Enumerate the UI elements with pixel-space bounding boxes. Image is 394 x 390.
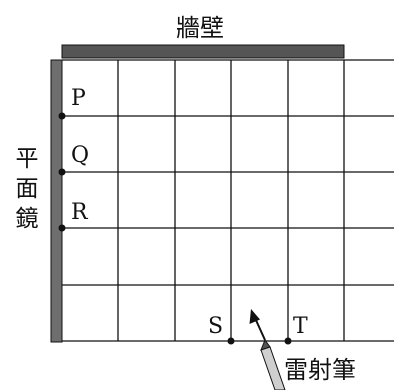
mirror-label-char-3: 鏡 — [16, 206, 39, 232]
point-t-label: T — [293, 314, 308, 339]
point-p-label: P — [71, 86, 86, 111]
laser-pen — [260, 338, 286, 390]
point-r-label: R — [71, 200, 89, 225]
point-p-dot — [58, 112, 66, 120]
wall-bar — [61, 44, 345, 59]
laser-beam-line — [254, 317, 266, 341]
wall-label: 牆壁 — [176, 14, 224, 42]
mirror-label-char-2: 面 — [16, 176, 39, 202]
point-q-label: Q — [71, 143, 89, 168]
laser-pen-body — [260, 346, 286, 390]
laser-beam-arrowhead — [249, 309, 260, 324]
laser-pen-label: 雷射筆 — [284, 356, 356, 384]
grid — [62, 59, 394, 342]
mirror-label-char-1: 平 — [16, 146, 39, 172]
point-r-dot — [58, 224, 66, 232]
point-s-dot — [227, 337, 235, 345]
mirror-bar — [50, 59, 63, 343]
point-t-dot — [284, 337, 292, 345]
point-q-dot — [58, 168, 66, 176]
point-s-label: S — [208, 314, 223, 339]
